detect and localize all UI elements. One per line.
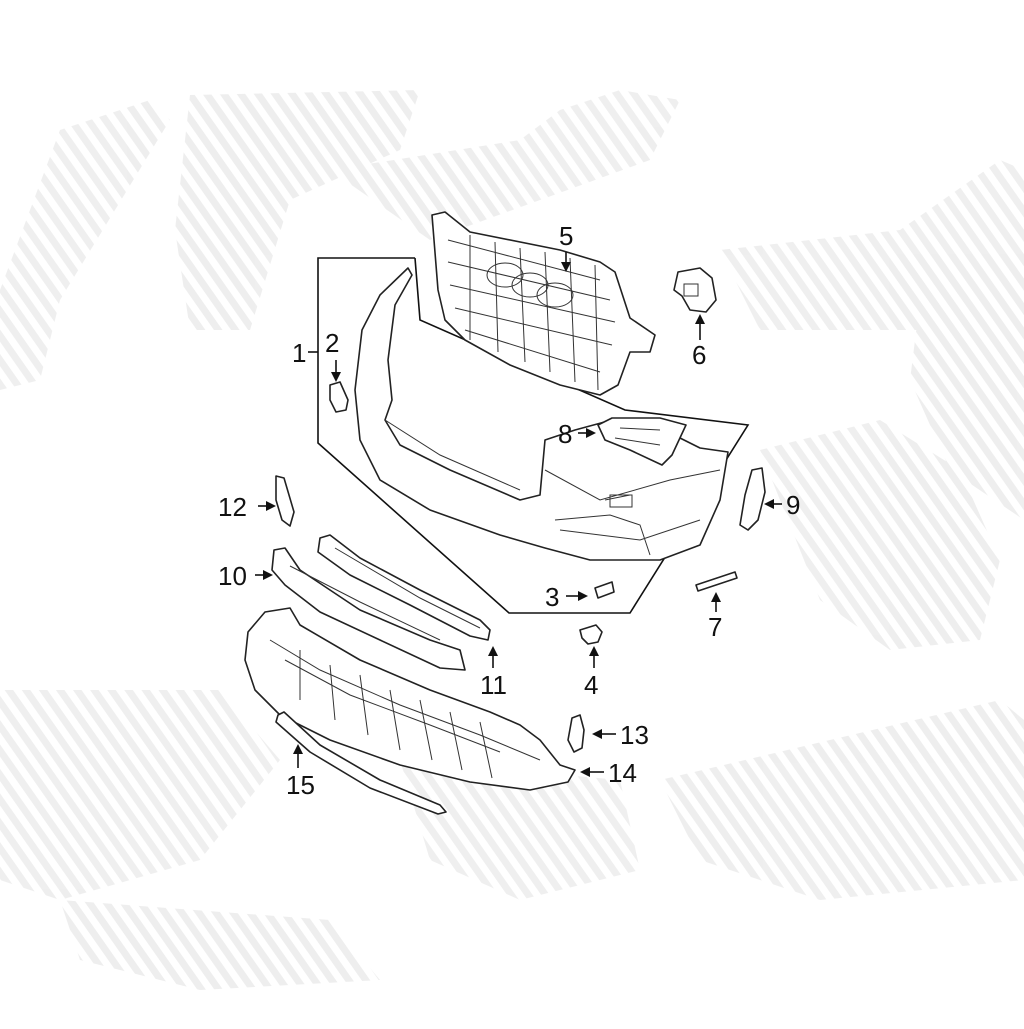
watermark-graphic [0,90,1024,990]
callout-labels: 1 2 3 4 5 6 7 8 9 10 11 12 13 14 15 [218,221,800,800]
clip-part-2 [329,381,349,413]
lip-strip-part-15 [275,711,447,815]
bracket-part-6 [673,267,717,313]
callout-8: 8 [558,419,572,449]
lower-reinforcement-part-10 [271,547,466,671]
bracket-part-13 [567,714,585,753]
callout-11: 11 [480,670,507,700]
cover-part-3 [594,581,615,599]
absorber-strip-part-11 [317,534,491,641]
callout-15: 15 [286,770,315,800]
callout-9: 9 [786,490,800,520]
callout-10: 10 [218,561,247,591]
bracket-part-12 [275,475,295,527]
callout-14: 14 [608,758,637,788]
callout-5: 5 [559,221,573,251]
callout-7: 7 [708,612,722,642]
grille-part [431,211,656,396]
headlamp-washer-bracket-part-8 [597,417,687,466]
callout-2: 2 [325,328,339,358]
bracket-part-4 [579,624,603,645]
bumper-cover-part [354,267,729,561]
trim-strip-part-7 [695,571,738,592]
leader-lines [255,252,782,777]
callout-1: 1 [292,338,306,368]
callout-13: 13 [620,720,649,750]
callout-6: 6 [692,340,706,370]
side-bracket-part-9 [739,467,766,531]
callout-12: 12 [218,492,247,522]
callout-4: 4 [584,670,598,700]
callout-3: 3 [545,582,559,612]
